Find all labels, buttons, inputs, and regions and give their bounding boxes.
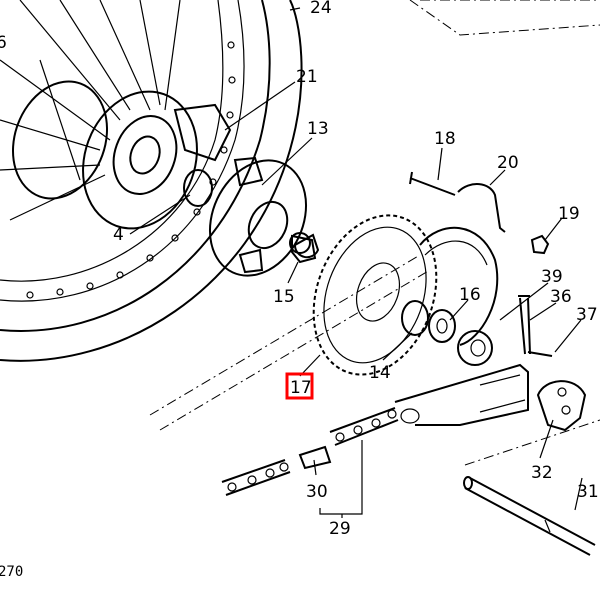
part-label-32[interactable]: 32 [531, 463, 553, 483]
part-label-36[interactable]: 36 [550, 287, 572, 307]
swingarm [394, 363, 529, 426]
chain-adjuster-32 [536, 380, 587, 432]
part-label-19[interactable]: 19 [558, 204, 580, 224]
spacers [401, 300, 493, 366]
bolt-18 [409, 171, 456, 196]
part-label-16[interactable]: 16 [459, 285, 481, 305]
frame-outline [409, 0, 600, 36]
rear-wheel [0, 0, 303, 362]
clip-20 [457, 183, 506, 233]
sprocket-hub [208, 156, 320, 277]
part-label-29[interactable]: 29 [329, 519, 351, 539]
nut-19 [530, 234, 550, 255]
centerline [149, 254, 421, 416]
centerline [159, 269, 431, 431]
part-label-6[interactable]: 6 [0, 33, 7, 53]
part-label-21[interactable]: 21 [296, 67, 318, 87]
part-label-4[interactable]: 4 [113, 225, 124, 245]
part-label-13[interactable]: 13 [307, 119, 329, 139]
collar-15 [289, 232, 317, 264]
leader-lines [129, 7, 583, 518]
part-label-15[interactable]: 15 [273, 287, 295, 307]
axle-31 [463, 476, 596, 556]
part-label-24[interactable]: 24 [310, 0, 332, 18]
part-label-37[interactable]: 37 [576, 305, 598, 325]
part-label-14[interactable]: 14 [369, 363, 391, 383]
figure-number: 270 [0, 564, 23, 580]
part-label-30[interactable]: 30 [306, 482, 328, 502]
pin-37 [527, 351, 553, 357]
drive-chain [221, 407, 399, 496]
sprocket-17 [312, 214, 438, 376]
part-label-18[interactable]: 18 [434, 129, 456, 149]
highlight-box [285, 372, 314, 400]
part-label-17[interactable]: 17 [290, 378, 312, 398]
part-label-39[interactable]: 39 [541, 267, 563, 287]
centerline [464, 419, 600, 466]
part-label-20[interactable]: 20 [497, 153, 519, 173]
part-label-31[interactable]: 31 [577, 482, 599, 502]
bolt-36 [518, 295, 531, 355]
